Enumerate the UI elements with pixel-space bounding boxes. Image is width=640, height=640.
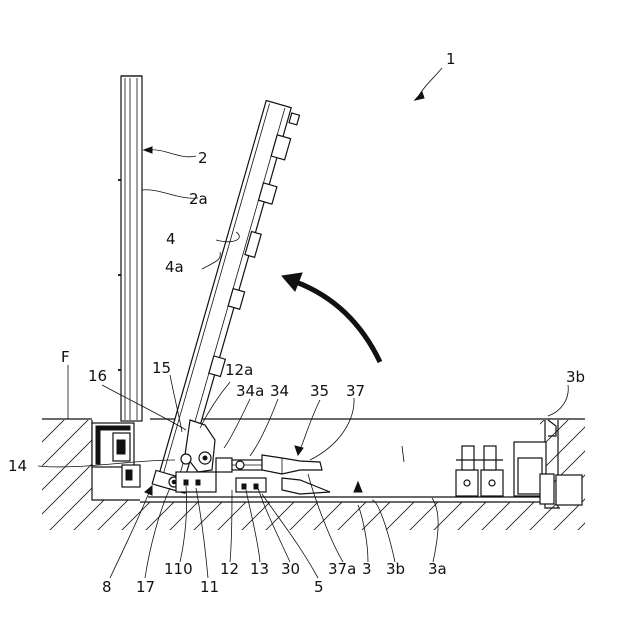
label-4a: 4a xyxy=(165,258,184,276)
hatch-line xyxy=(232,410,362,540)
label-30: 30 xyxy=(281,560,300,578)
label-8: 8 xyxy=(102,578,112,596)
label-3: 3 xyxy=(362,560,372,578)
hatch-line xyxy=(256,410,386,540)
hatch-line xyxy=(0,410,2,540)
right-components xyxy=(456,442,554,504)
rotation-arrow xyxy=(282,273,380,362)
label-12: 12 xyxy=(220,560,239,578)
tilted-panel-4 xyxy=(152,99,301,495)
left-frame-section xyxy=(92,423,140,487)
label-37: 37 xyxy=(346,382,365,400)
hatch-line xyxy=(616,410,640,540)
hatch-line xyxy=(328,410,458,540)
label-35: 35 xyxy=(310,382,329,400)
label-37a: 37a xyxy=(328,560,356,578)
hatch-line xyxy=(592,410,640,540)
label-12a: 12a xyxy=(225,361,253,379)
label-3a: 3a xyxy=(428,560,447,578)
label-F: F xyxy=(61,348,70,366)
hatch-line xyxy=(0,410,74,540)
label-3b-top: 3b xyxy=(566,368,585,386)
label-14: 14 xyxy=(8,457,27,475)
label-11: 11 xyxy=(200,578,219,596)
hatch-line xyxy=(208,410,338,540)
label-1: 1 xyxy=(446,50,456,68)
label-3b-bottom: 3b xyxy=(386,560,405,578)
label-2: 2 xyxy=(198,149,208,167)
hatch-line xyxy=(0,410,26,540)
label-17: 17 xyxy=(136,578,155,596)
hatch-line xyxy=(0,410,50,540)
label-16: 16 xyxy=(88,367,107,385)
label-5: 5 xyxy=(314,578,324,596)
label-2a: 2a xyxy=(189,190,208,208)
hinge-mechanism xyxy=(169,420,330,494)
vertical-panel-2 xyxy=(118,76,142,421)
label-34: 34 xyxy=(270,382,289,400)
label-34a: 34a xyxy=(236,382,264,400)
label-13: 13 xyxy=(250,560,269,578)
label-15: 15 xyxy=(152,359,171,377)
label-4: 4 xyxy=(166,230,176,248)
label-110: 110 xyxy=(164,560,193,578)
